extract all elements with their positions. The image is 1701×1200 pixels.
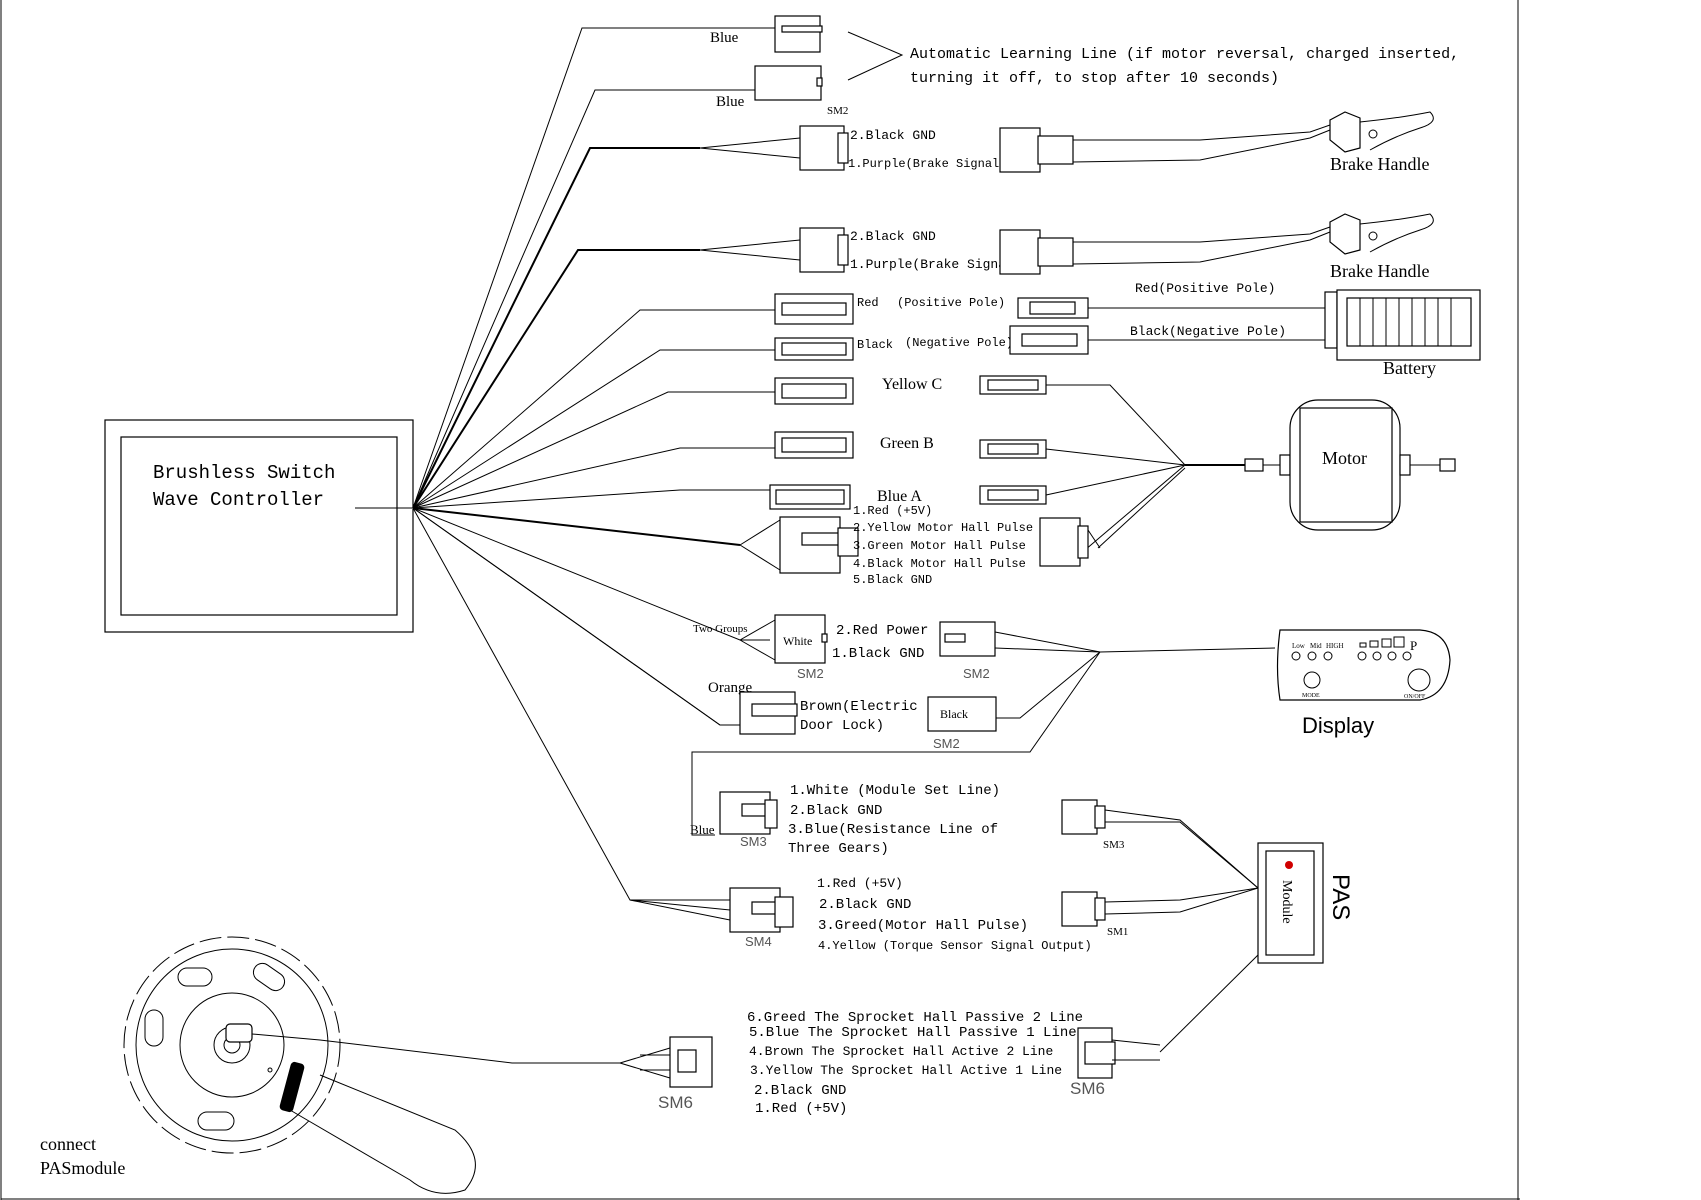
pas-sm4-pin3: 3.Greed(Motor Hall Pulse) [818, 918, 1028, 934]
sprocket-pin6: 6.Greed The Sprocket Hall Passive 2 Line [747, 1010, 1083, 1026]
motor-hall-pin4: 4.Black Motor Hall Pulse [853, 557, 1026, 571]
learning-note-line1: Automatic Learning Line (if motor revers… [910, 46, 1459, 63]
battery-black-left: Black [857, 338, 893, 352]
sprocket-pin4: 4.Brown The Sprocket Hall Active 2 Line [749, 1044, 1053, 1059]
learning-line: Blue Blue Automatic Learning Line (if mo… [710, 15, 1459, 110]
learning-wire1-label: Blue [710, 30, 739, 46]
motor-hall-pin3: 3.Green Motor Hall Pulse [853, 539, 1026, 553]
controller-title-line2: Wave Controller [153, 489, 324, 511]
display-black-label: Black [940, 707, 968, 721]
pas-sm3-pin3: 3.Blue(Resistance Line of [788, 822, 998, 838]
battery-neg-left: (Negative Pole) [905, 336, 1013, 350]
pas-sm3-right-label: SM3 [1103, 839, 1125, 851]
display-panel-mid: Mid [1310, 642, 1322, 650]
pas-sm3-pin2: 2.Black GND [790, 803, 882, 819]
motor-device-label: Motor [1322, 448, 1367, 468]
brake1-device-label: Brake Handle [1330, 154, 1429, 174]
pas-sm4-label: SM4 [745, 934, 772, 949]
pas-circuit: Blue SM3 1.White (Module Set Line) 2.Bla… [629, 651, 1354, 964]
pas-module-led [1285, 861, 1293, 869]
battery-black-right: Black(Negative Pole) [1130, 324, 1286, 339]
display-panel-mode: MODE [1302, 693, 1320, 699]
sprocket-sm6-right: SM6 [1070, 1079, 1105, 1098]
display-black-gnd: 1.Black GND [832, 646, 924, 662]
brake1-pin2: 2.Black GND [850, 128, 936, 143]
brake2-pin2: 2.Black GND [850, 229, 936, 244]
pas-device-label: PAS [1327, 874, 1354, 920]
pas-blue-label: Blue [690, 822, 715, 837]
sprocket-pin3: 3.Yellow The Sprocket Hall Active 1 Line [750, 1063, 1062, 1078]
sprocket-pin1: 1.Red (+5V) [755, 1101, 847, 1117]
display-brown-line2: Door Lock) [800, 718, 884, 734]
brake-handle-2-circuit: 2.Black GND 1.Purple(Brake Signal) Brake… [699, 213, 1434, 281]
motor-blue-label: Blue A [877, 488, 922, 505]
motor-circuit: Yellow C Green B Blue A 1.Red (+5V) 2.Ye… [739, 375, 1456, 587]
controller-title-line1: Brushless Switch [153, 462, 335, 484]
motor-green-label: Green B [880, 435, 934, 452]
battery-red-left: Red [857, 296, 879, 310]
display-sm-c: SM2 [933, 736, 960, 751]
motor-hall-pin1: 1.Red (+5V) [853, 504, 932, 518]
motor-hall-pin2: 2.Yellow Motor Hall Pulse [853, 521, 1033, 535]
display-panel-low: Low [1292, 642, 1306, 650]
display-circuit: Two Groups White SM2 2.Red Power 1.Black… [412, 507, 1451, 751]
battery-pos-left: (Positive Pole) [897, 296, 1005, 310]
pas-sm4-pin2: 2.Black GND [819, 897, 911, 913]
learning-note-line2: turning it off, to stop after 10 seconds… [910, 70, 1279, 87]
battery-device-label: Battery [1383, 358, 1436, 378]
display-red-power: 2.Red Power [836, 623, 928, 639]
battery-red-right: Red(Positive Pole) [1135, 281, 1275, 296]
learning-wire2-label: Blue [716, 94, 745, 110]
pas-sm3-pin4: Three Gears) [788, 841, 889, 857]
brake1-sm-label: SM2 [827, 105, 848, 117]
wire-fan [412, 27, 775, 901]
pas-sm3-pin1: 1.White (Module Set Line) [790, 783, 1000, 799]
sprocket-circuit: SM6 6.Greed The Sprocket Hall Passive 2 … [40, 936, 1259, 1194]
display-brown-line1: Brown(Electric [800, 699, 918, 715]
brake2-device-label: Brake Handle [1330, 261, 1429, 281]
motor-hall-pin5: 5.Black GND [853, 573, 932, 587]
display-panel-high: HIGH [1326, 642, 1344, 650]
sprocket-pin5: 5.Blue The Sprocket Hall Passive 1 Line [749, 1025, 1077, 1041]
pas-sm1-label: SM1 [1107, 926, 1128, 938]
brake2-pin1: 1.Purple(Brake Signal) [850, 257, 1022, 272]
controller-box: Brushless Switch Wave Controller [104, 419, 414, 633]
display-panel-onoff: ON/OFF [1404, 694, 1426, 700]
pas-sm4-pin4: 4.Yellow (Torque Sensor Signal Output) [818, 939, 1092, 953]
brake-handle-1-circuit: SM2 2.Black GND 1.Purple(Brake Signal) B… [699, 105, 1434, 174]
brake1-pin1: 1.Purple(Brake Signal) [848, 157, 1006, 171]
pas-sm3-label: SM3 [740, 834, 767, 849]
pas-sm4-pin1: 1.Red (+5V) [817, 876, 903, 891]
motor-yellow-label: Yellow C [882, 376, 942, 393]
display-white-label: White [783, 634, 812, 648]
battery-circuit: Red (Positive Pole) Black (Negative Pole… [774, 281, 1481, 378]
display-sm-b: SM2 [963, 666, 990, 681]
display-panel-p: P [1410, 638, 1417, 653]
pas-module-label: Module [1279, 880, 1294, 924]
sprocket-sm6-left: SM6 [658, 1093, 693, 1112]
display-two-groups: Two Groups [693, 623, 748, 635]
sprocket-label-line1: connect [40, 1134, 96, 1154]
display-sm-a: SM2 [797, 666, 824, 681]
display-device-label: Display [1302, 713, 1374, 738]
sprocket-label-line2: PASmodule [40, 1158, 125, 1178]
sprocket-pin2: 2.Black GND [754, 1083, 846, 1099]
